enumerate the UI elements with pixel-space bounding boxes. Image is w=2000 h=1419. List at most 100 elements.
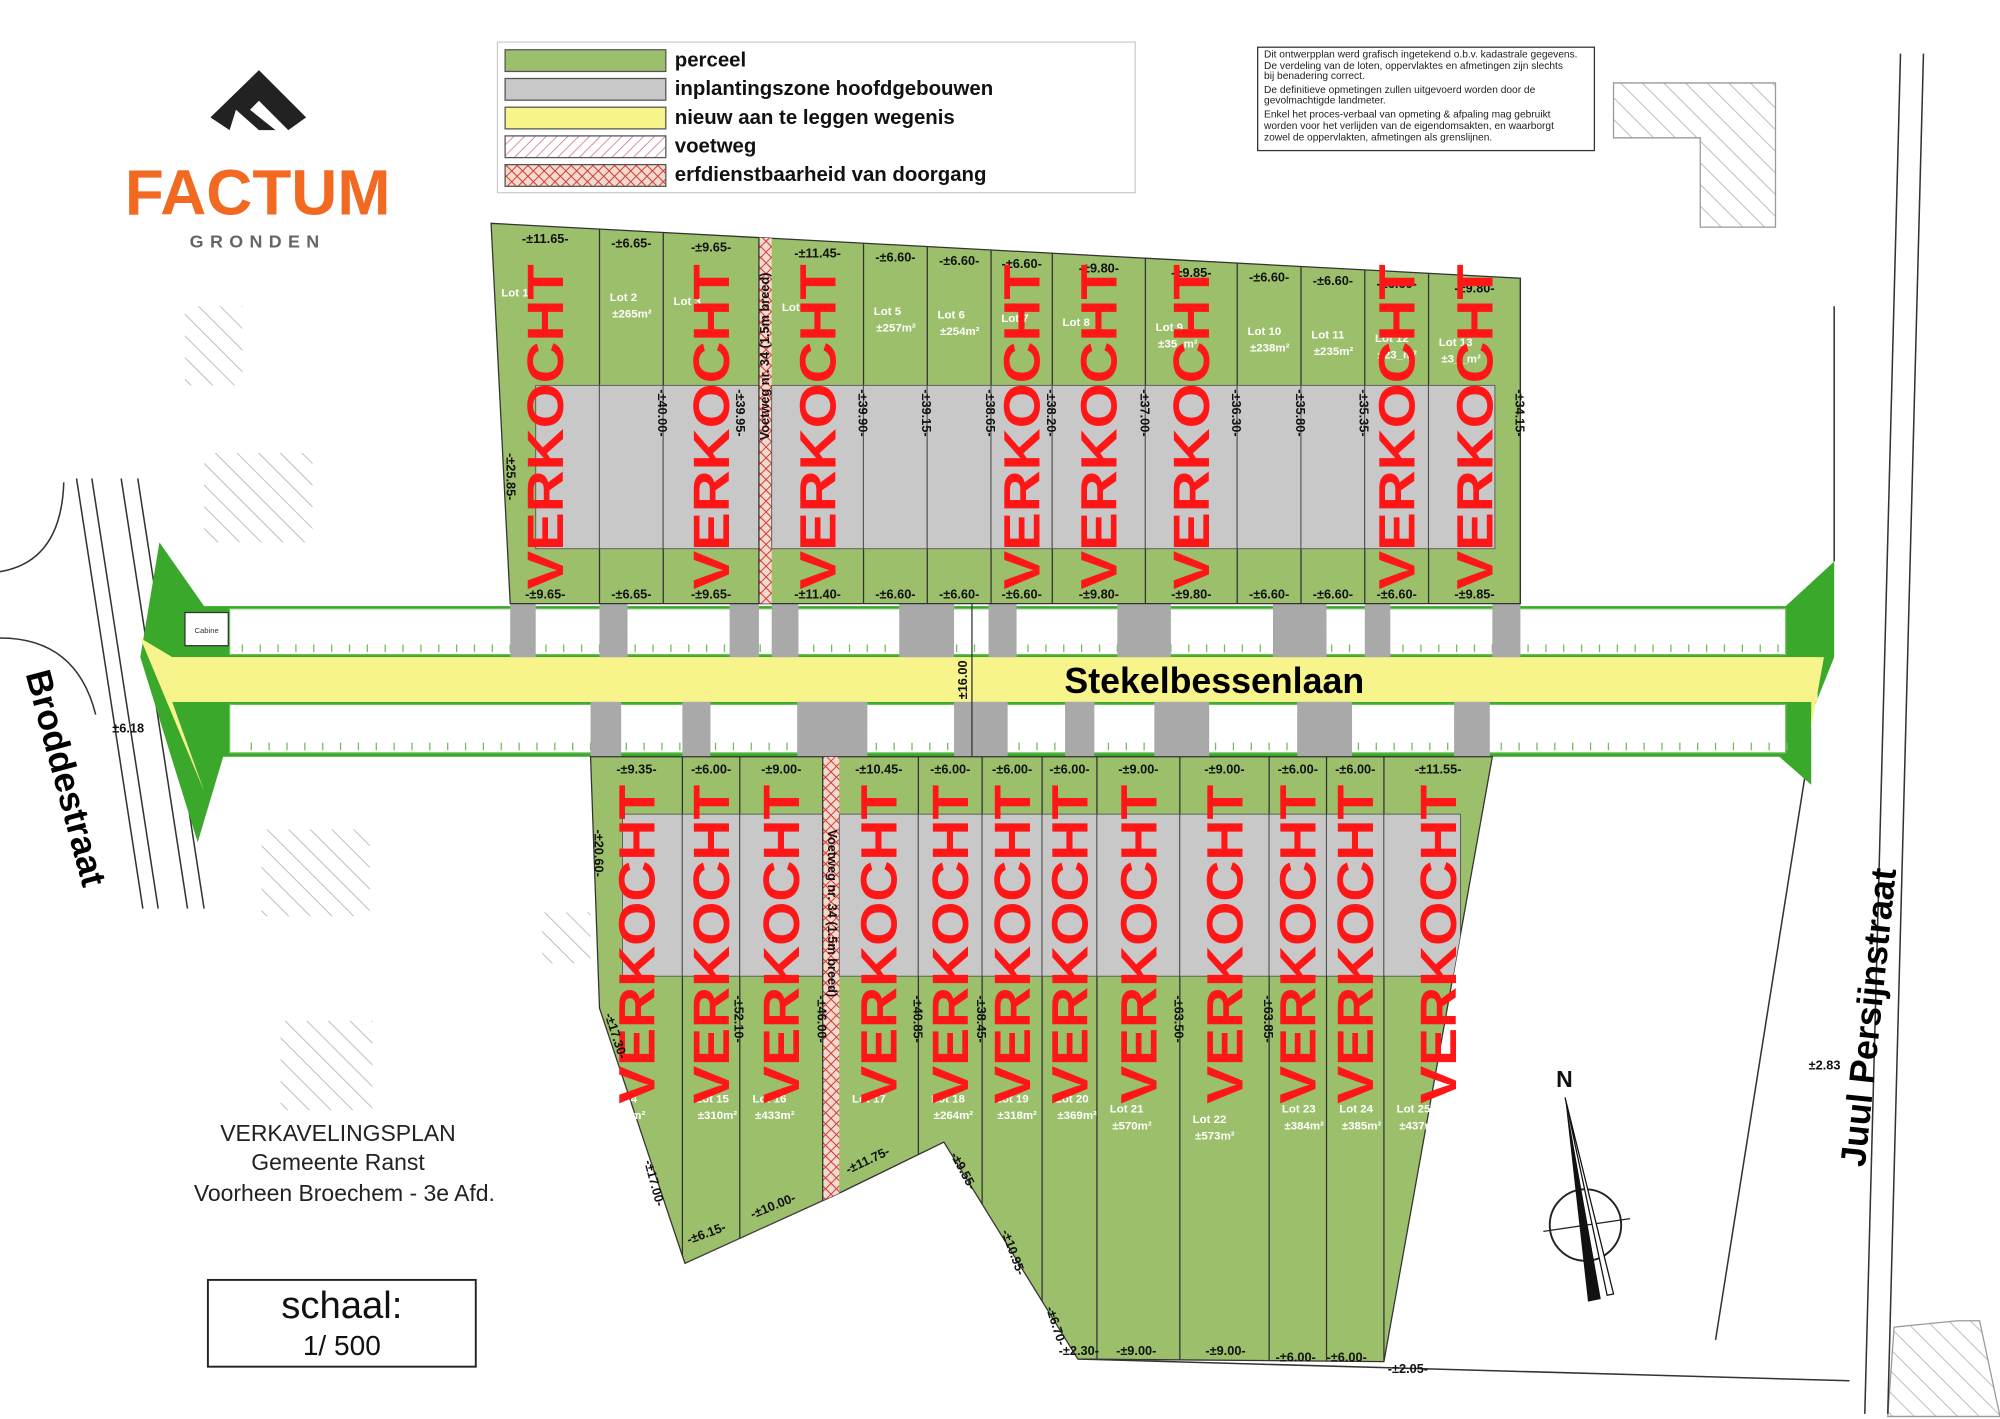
- lot-south-21: -±9.00-Lot 21±570m²-±63.50-VERKOCHT: [1110, 761, 1187, 1132]
- driveway: [1454, 701, 1490, 757]
- legend-label: perceel: [675, 49, 746, 71]
- lot-front-width: -±9.65-: [691, 240, 731, 255]
- lot-front-width: -±6.00-: [1335, 761, 1375, 776]
- building-zone: [1326, 813, 1385, 977]
- lot-front-width: -±9.00-: [1204, 761, 1244, 776]
- lot-north-2: -±6.65--±6.65-Lot 2±265m²-±40.00-: [610, 235, 670, 601]
- lots-south: -±9.35-Lot 14±383m²-±20.60-VERKOCHT-±6.0…: [589, 756, 1494, 1363]
- boundary-dimension: -±9.00-: [1205, 1343, 1245, 1358]
- lot-north-1: -±11.65--±9.65-Lot 1-±25.85-VERKOCHT: [501, 231, 574, 602]
- lot-area: ±369m²: [1057, 1110, 1097, 1122]
- lot-area: ±385m²: [1342, 1120, 1382, 1132]
- building-zone: [1144, 384, 1238, 550]
- lot-back-width: -±6.60-: [1313, 586, 1353, 601]
- lot-label: Lot 16: [753, 1094, 787, 1106]
- legend-label: erfdienstbaarheid van doorgang: [675, 164, 987, 186]
- legend-label: inplantingszone hoofdgebouwen: [675, 78, 993, 100]
- lot-north-8: -±9.80--±9.80-Lot 8-±37.00-VERKOCHT: [1063, 260, 1153, 601]
- juul-persijnstraat-label: Juul Persijnstraat: [1833, 866, 1904, 1168]
- building-zone: [662, 384, 760, 550]
- plan-title-line: Gemeente Ranst: [251, 1149, 425, 1175]
- north-arrow-icon: N: [1543, 1066, 1631, 1302]
- lot-front-width: -±11.65-: [522, 231, 569, 246]
- lot-front-width: -±11.55-: [1415, 761, 1462, 776]
- sold-label: VERKOCHT: [1071, 264, 1128, 589]
- sold-label: VERKOCHT: [1327, 785, 1384, 1104]
- building-zone: [990, 384, 1053, 550]
- voetweg-path: [822, 756, 840, 1200]
- sold-label: VERKOCHT: [1270, 785, 1327, 1104]
- lot-back-width: -±9.85-: [1454, 586, 1494, 601]
- lot-north-10: -±6.60--±6.60-Lot 10±238m²-±35.80-: [1247, 269, 1307, 601]
- building-zone: [1364, 384, 1430, 550]
- scale-value: 1/ 500: [303, 1330, 381, 1361]
- lot-north-11: -±6.60--±6.60-Lot 11±235m²-±35.35-: [1311, 273, 1371, 602]
- driveway: [988, 603, 1017, 658]
- lot-back-width: -±9.80-: [1171, 586, 1211, 601]
- lot-north-5: -±6.60--±6.60-Lot 5±257m²-±39.15-: [874, 249, 934, 601]
- lot-back-width: -±11.40-: [794, 586, 841, 601]
- lot-back-width: -±6.60-: [939, 586, 979, 601]
- lot-depth: -±40.00-: [655, 389, 670, 436]
- broddestraat-label: Broddestraat: [18, 665, 114, 890]
- sold-label: VERKOCHT: [1041, 785, 1098, 1104]
- logo-brand: FACTUM: [125, 156, 391, 228]
- lot-front-width: -±10.45-: [855, 761, 902, 776]
- logo-mark-icon: [210, 70, 307, 131]
- cabine: [184, 611, 229, 647]
- driveway: [1117, 603, 1171, 658]
- building-zone: [1041, 813, 1098, 977]
- lot-label: Lot 24: [1339, 1104, 1373, 1116]
- lot-north-6: -±6.60--±6.60-Lot 6±254m²-±38.65-: [938, 253, 998, 602]
- driveway: [1272, 603, 1327, 658]
- lot-label: Lot 12: [1375, 333, 1409, 345]
- sold-label: VERKOCHT: [683, 785, 740, 1104]
- legend-label: nieuw aan te leggen wegenis: [675, 107, 955, 129]
- legend: perceel inplantingszone hoofdgebouwen nieu…: [496, 41, 1136, 194]
- sold-label: VERKOCHT: [1196, 785, 1253, 1104]
- lot-label: Lot 21: [1110, 1104, 1144, 1116]
- lot-label: Lot 13: [1439, 337, 1473, 349]
- building-zone: [838, 813, 919, 977]
- lot-front-width: -±6.00-: [1049, 761, 1089, 776]
- disclaimer-line: bij benadering correct.: [1264, 71, 1365, 82]
- driveway: [1364, 603, 1391, 658]
- driveway: [590, 701, 622, 757]
- lot-label: Lot 3: [673, 296, 700, 308]
- cabine-label: Cabine: [195, 626, 219, 635]
- driveway: [954, 701, 1008, 757]
- lot-label: Lot 23: [1282, 1104, 1316, 1116]
- juul-persijnstraat-road: [1077, 53, 1925, 1414]
- lot-area: ±433m²: [755, 1110, 795, 1122]
- lot-area: ±437m²: [1399, 1120, 1439, 1132]
- sold-label: VERKOCHT: [994, 264, 1051, 589]
- lot-front-width: -±6.60-: [1313, 273, 1353, 288]
- lot-label: Lot 11: [1311, 329, 1345, 341]
- voetweg-path: [758, 223, 772, 604]
- sold-label: VERKOCHT: [517, 264, 574, 589]
- driveway: [682, 701, 711, 757]
- lot-depth: -±37.00-: [1137, 389, 1152, 436]
- sold-label: VERKOCHT: [608, 785, 665, 1104]
- lot-label: Lot 17: [852, 1094, 886, 1106]
- lot-depth: -±35.80-: [1293, 389, 1308, 436]
- boundary-dimension: -±9.00-: [1116, 1343, 1156, 1358]
- legend-swatch: [504, 49, 667, 73]
- lot-area: ±3__m²: [1441, 354, 1481, 366]
- legend-swatch: [504, 163, 667, 187]
- driveway: [599, 603, 628, 658]
- sold-label: VERKOCHT: [1110, 785, 1167, 1104]
- lot-area: ±383m²: [606, 1110, 646, 1122]
- lot-depth: -±63.85-: [1261, 995, 1276, 1042]
- lot-depth: -±39.15-: [919, 389, 934, 436]
- building-zone: [926, 384, 992, 550]
- legend-label: voetweg: [675, 135, 757, 157]
- lot-front-width: -±9.00-: [1118, 761, 1158, 776]
- lot-south-16: -±9.00-Lot 16±433m²-±46.00-VERKOCHT: [753, 761, 830, 1122]
- legend-swatch: [504, 135, 667, 159]
- lot-front-width: -±9.35-: [616, 761, 656, 776]
- lot-depth: -±63.50-: [1172, 995, 1187, 1042]
